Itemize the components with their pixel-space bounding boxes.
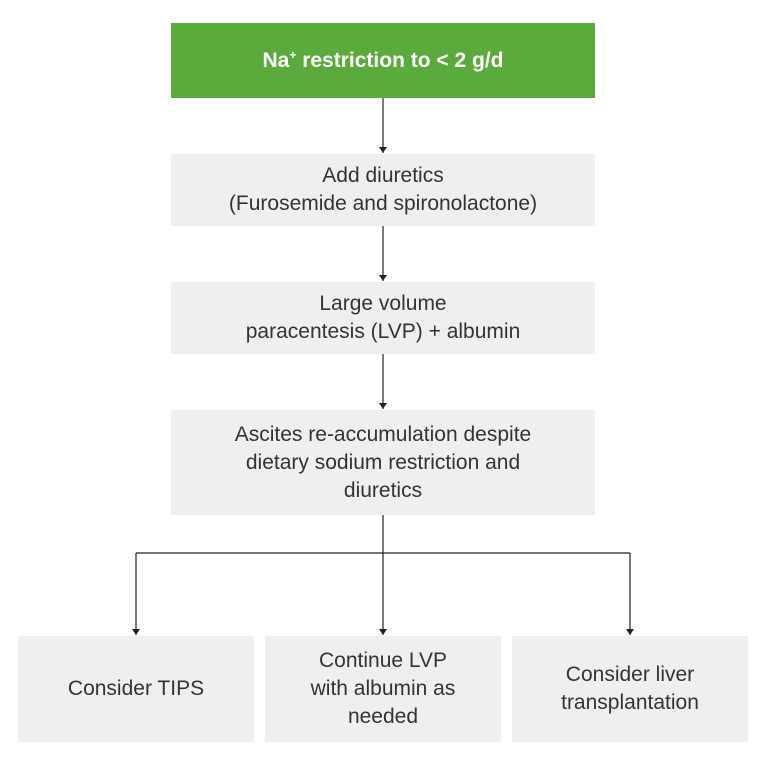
start-suffix: restriction to < 2 g/d — [296, 48, 504, 72]
step-1-line-1: Add diuretics — [322, 164, 444, 187]
step-1-line-2: (Furosemide and spironolactone) — [228, 192, 538, 215]
option-consider-tips: Consider TIPS — [18, 636, 254, 742]
start-prefix: Na — [262, 48, 290, 72]
step-2-line-1: Large volume — [319, 292, 447, 315]
option-consider-liver-transplantation: Consider liver transplantation — [512, 636, 748, 742]
step-ascites-reaccumulation: Ascites re-accumulation despite dietary … — [171, 410, 595, 515]
start-superscript: + — [289, 47, 297, 62]
step-add-diuretics: Add diuretics (Furosemide and spironolac… — [171, 154, 595, 226]
option-2-line-3: needed — [347, 705, 419, 728]
option-3-line-2: transplantation — [561, 691, 699, 714]
option-1-line-1: Consider TIPS — [67, 677, 205, 700]
start-box-label: Na+ restriction to < 2 g/d — [263, 47, 504, 75]
step-2-line-2: paracentesis (LVP) + albumin — [245, 320, 521, 343]
start-box-sodium-restriction: Na+ restriction to < 2 g/d — [171, 23, 595, 98]
option-2-line-2: with albumin as — [310, 677, 456, 700]
option-2-line-1: Continue LVP — [318, 649, 448, 672]
option-continue-lvp: Continue LVP with albumin as needed — [265, 636, 501, 742]
step-3-line-1: Ascites re-accumulation despite — [234, 422, 532, 446]
step-large-volume-paracentesis: Large volume paracentesis (LVP) + albumi… — [171, 282, 595, 354]
step-3-line-3: diuretics — [343, 478, 423, 502]
step-3-line-2: dietary sodium restriction and — [245, 450, 521, 474]
option-3-line-1: Consider liver — [565, 663, 695, 686]
